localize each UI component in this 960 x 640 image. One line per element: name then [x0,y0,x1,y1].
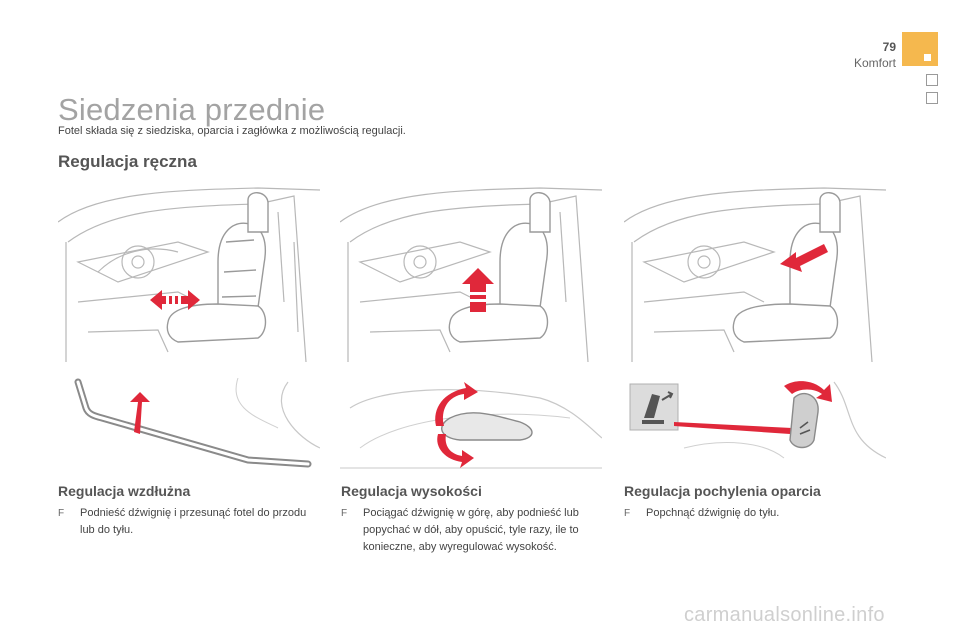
page-title: Siedzenia przednie [58,92,326,127]
interior-illustration-height [340,187,602,362]
list-item: F Podnieść dźwignię i przesunąć fotel do… [58,505,308,539]
intro-text: Fotel składa się z siedziska, oparcia i … [58,125,406,137]
list-item: F Pociągać dźwignię w górę, aby podnieść… [341,505,599,556]
interior-illustration-fore-aft [58,187,320,362]
bullet-arrow-icon: F [341,508,348,519]
list-item: F Popchnąć dźwignię do tyłu. [624,505,882,522]
bullet-arrow-icon: F [58,508,65,519]
section-name: Komfort [853,56,896,70]
closeup-height-lever [340,382,602,469]
instruction-text: Podnieść dźwignię i przesunąć fotel do p… [80,507,307,536]
empty-square-icon [926,92,938,104]
interior-illustration-backrest [624,187,886,362]
heading-height: Regulacja wysokości [341,483,482,499]
tab-marker-icon [924,54,931,61]
heading-fore-aft: Regulacja wzdłużna [58,483,191,499]
instruction-text: Popchnąć dźwignię do tyłu. [646,507,780,519]
closeup-lever-bar [74,378,320,468]
section-subtitle: Regulacja ręczna [58,152,197,171]
page-number: 79 [882,40,896,54]
closeup-backrest-lever [629,381,886,459]
section-tab [902,32,938,66]
heading-backrest: Regulacja pochylenia oparcia [624,483,821,499]
instruction-text: Pociągać dźwignię w górę, aby podnieść l… [363,507,579,553]
empty-square-icon [926,74,938,86]
bullet-arrow-icon: F [624,508,631,519]
watermark-footer: carmanualsonline.info [684,604,885,626]
